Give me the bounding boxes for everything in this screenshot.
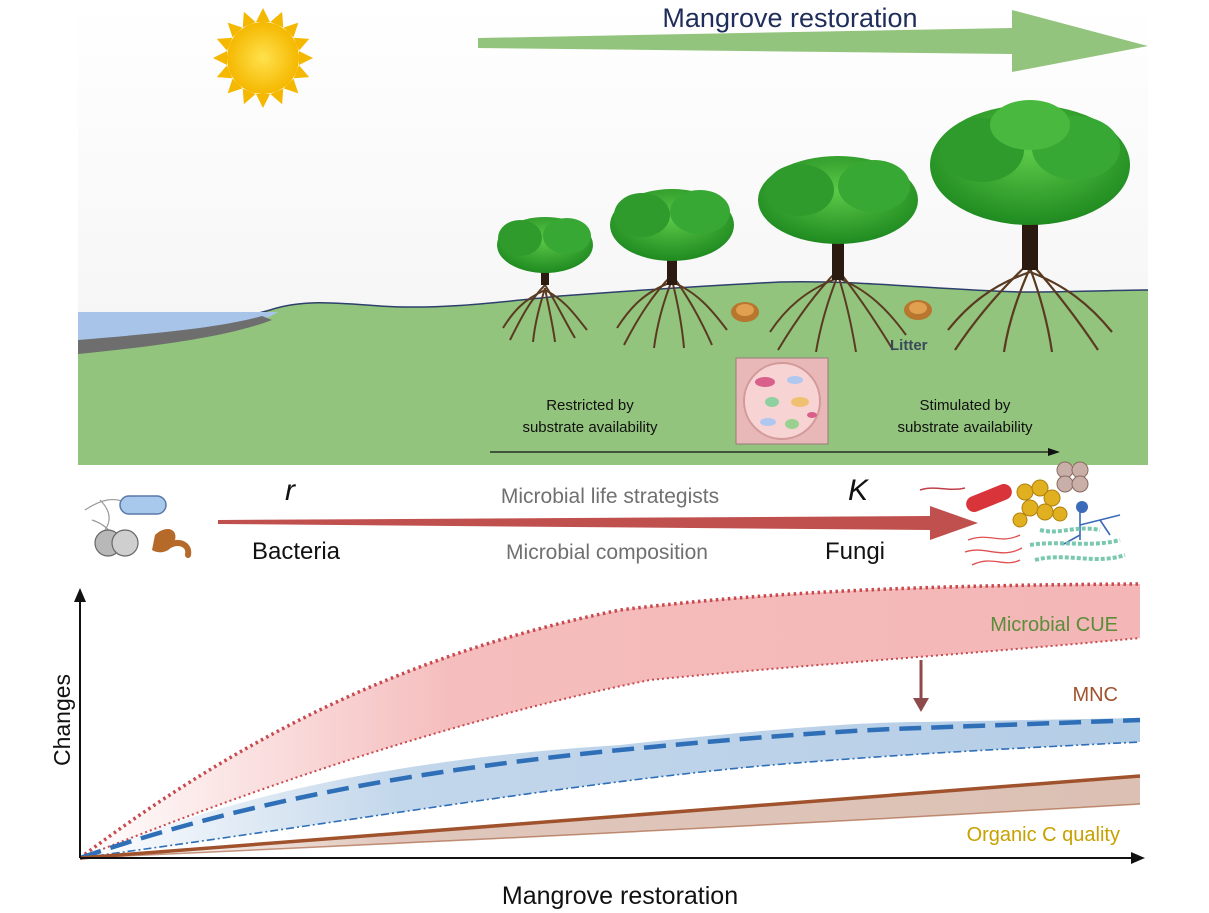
restricted-label-line2: substrate availability [522, 419, 658, 436]
legend-cue-label: Microbial CUE [990, 614, 1118, 636]
y-axis-arrowhead [74, 588, 86, 602]
oc-lower-line [79, 803, 1141, 859]
ground [78, 281, 1148, 465]
crab-icon [904, 300, 932, 320]
crab-icon [731, 302, 759, 322]
microbe-inset [735, 357, 829, 445]
cue-band [80, 584, 1140, 858]
r-strategist-label: r [285, 474, 296, 507]
mangrove-tree-2 [610, 189, 734, 349]
stimulated-label-line2: substrate availability [897, 419, 1033, 436]
oc-upper-line [79, 774, 1141, 860]
mnc-dashdot-line [79, 741, 1141, 859]
bacteria-icon [84, 495, 192, 558]
litter-label: Litter [890, 337, 928, 354]
life-strategists-label: Microbial life strategists [501, 485, 719, 508]
bacteria-label: Bacteria [252, 538, 341, 565]
cue-lower-line [79, 637, 1141, 859]
legend-oc-label: Organic C quality [967, 824, 1120, 846]
x-axis-label: Mangrove restoration [502, 882, 738, 910]
mangrove-tree-3 [758, 156, 918, 353]
legend-mnc-label: MNC [1072, 684, 1118, 706]
y-axis-label: Changes [49, 674, 75, 766]
composition-label: Microbial composition [506, 541, 708, 564]
mangrove-tree-1 [497, 217, 593, 343]
k-strategist-label: K [848, 474, 870, 507]
stimulated-label-line1: Stimulated by [920, 397, 1011, 414]
fungi-icon [919, 461, 1126, 566]
fungi-label: Fungi [825, 538, 885, 565]
mnc-dashed-line [79, 717, 1141, 861]
sun-icon [213, 8, 313, 108]
restricted-label-line1: Restricted by [546, 397, 634, 414]
downward-arrowhead [913, 698, 929, 712]
scene-title: Mangrove restoration [662, 3, 917, 33]
strategy-arrow [218, 506, 978, 540]
substrate-arrowhead [1048, 448, 1060, 456]
restoration-arrow-top [478, 10, 1148, 72]
mnc-band [80, 718, 1140, 858]
x-axis-arrowhead [1131, 852, 1145, 864]
cue-upper-line [78, 582, 1141, 860]
chart: Changes Mangrove restoration Microbial C… [49, 582, 1145, 910]
mangrove-tree-4 [930, 100, 1130, 353]
